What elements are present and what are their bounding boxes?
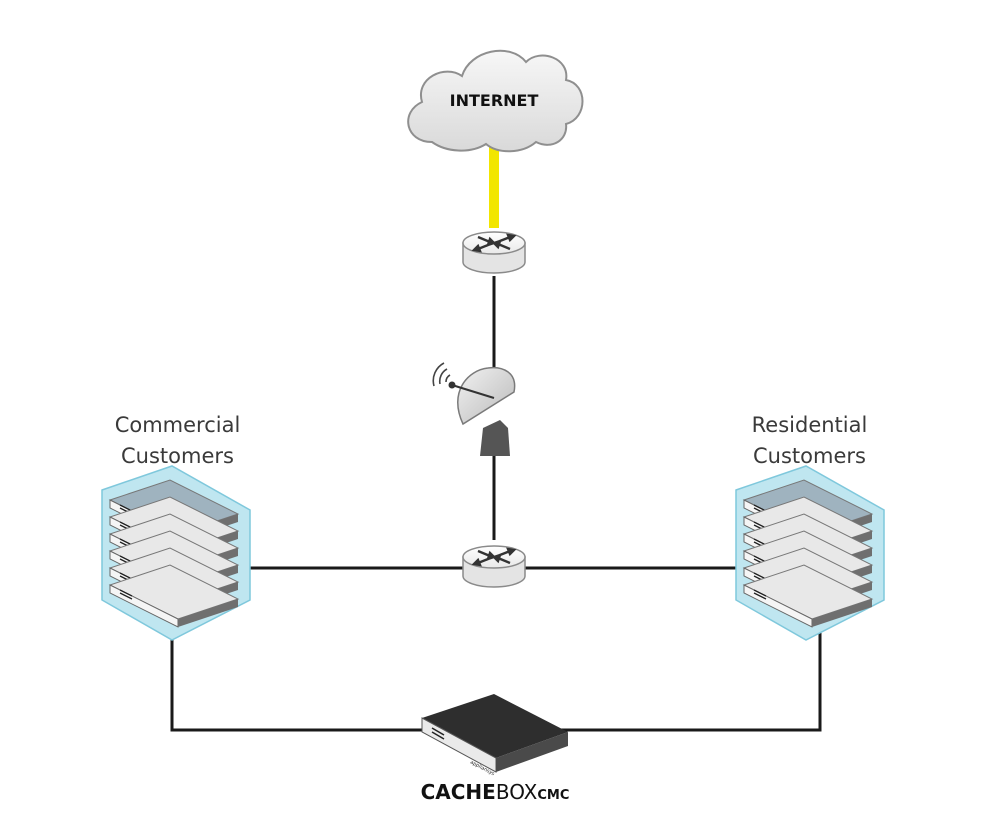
cloud-icon: INTERNET bbox=[407, 49, 584, 153]
commercial-label-line1: Commercial bbox=[114, 413, 241, 437]
connections bbox=[170, 145, 822, 732]
cachebox-label-part1: CACHE bbox=[420, 780, 496, 804]
link-commercial-to-cachebox bbox=[170, 612, 430, 732]
router-icon bbox=[462, 545, 526, 588]
commercial-customers-label: Commercial Customers bbox=[90, 410, 265, 472]
server-stack-icon bbox=[735, 465, 885, 641]
cachebox-label: CACHEBOXCMC bbox=[380, 780, 610, 804]
cloud-label: INTERNET bbox=[450, 91, 539, 110]
server-units bbox=[108, 479, 240, 628]
signal-waves-icon bbox=[432, 362, 451, 387]
server-stack-icon bbox=[101, 465, 251, 641]
residential-customers-label: Residential Customers bbox=[722, 410, 897, 472]
server-units bbox=[742, 479, 874, 628]
server-unit bbox=[742, 564, 874, 628]
residential-label-line1: Residential bbox=[751, 413, 868, 437]
commercial-label-line2: Customers bbox=[121, 444, 234, 468]
router-icon bbox=[462, 231, 526, 274]
cachebox-label-part2: BOX bbox=[495, 780, 538, 804]
cachebox-appliance-icon: appliansys bbox=[421, 694, 568, 777]
residential-label-line2: Customers bbox=[753, 444, 866, 468]
router-arrows-icon bbox=[471, 547, 517, 567]
cachebox-label-part3: CMC bbox=[537, 788, 570, 803]
satellite-dish-icon bbox=[432, 362, 516, 456]
link-cachebox-to-residential bbox=[560, 612, 822, 732]
server-unit bbox=[108, 564, 240, 628]
router-arrows-icon bbox=[471, 233, 517, 253]
